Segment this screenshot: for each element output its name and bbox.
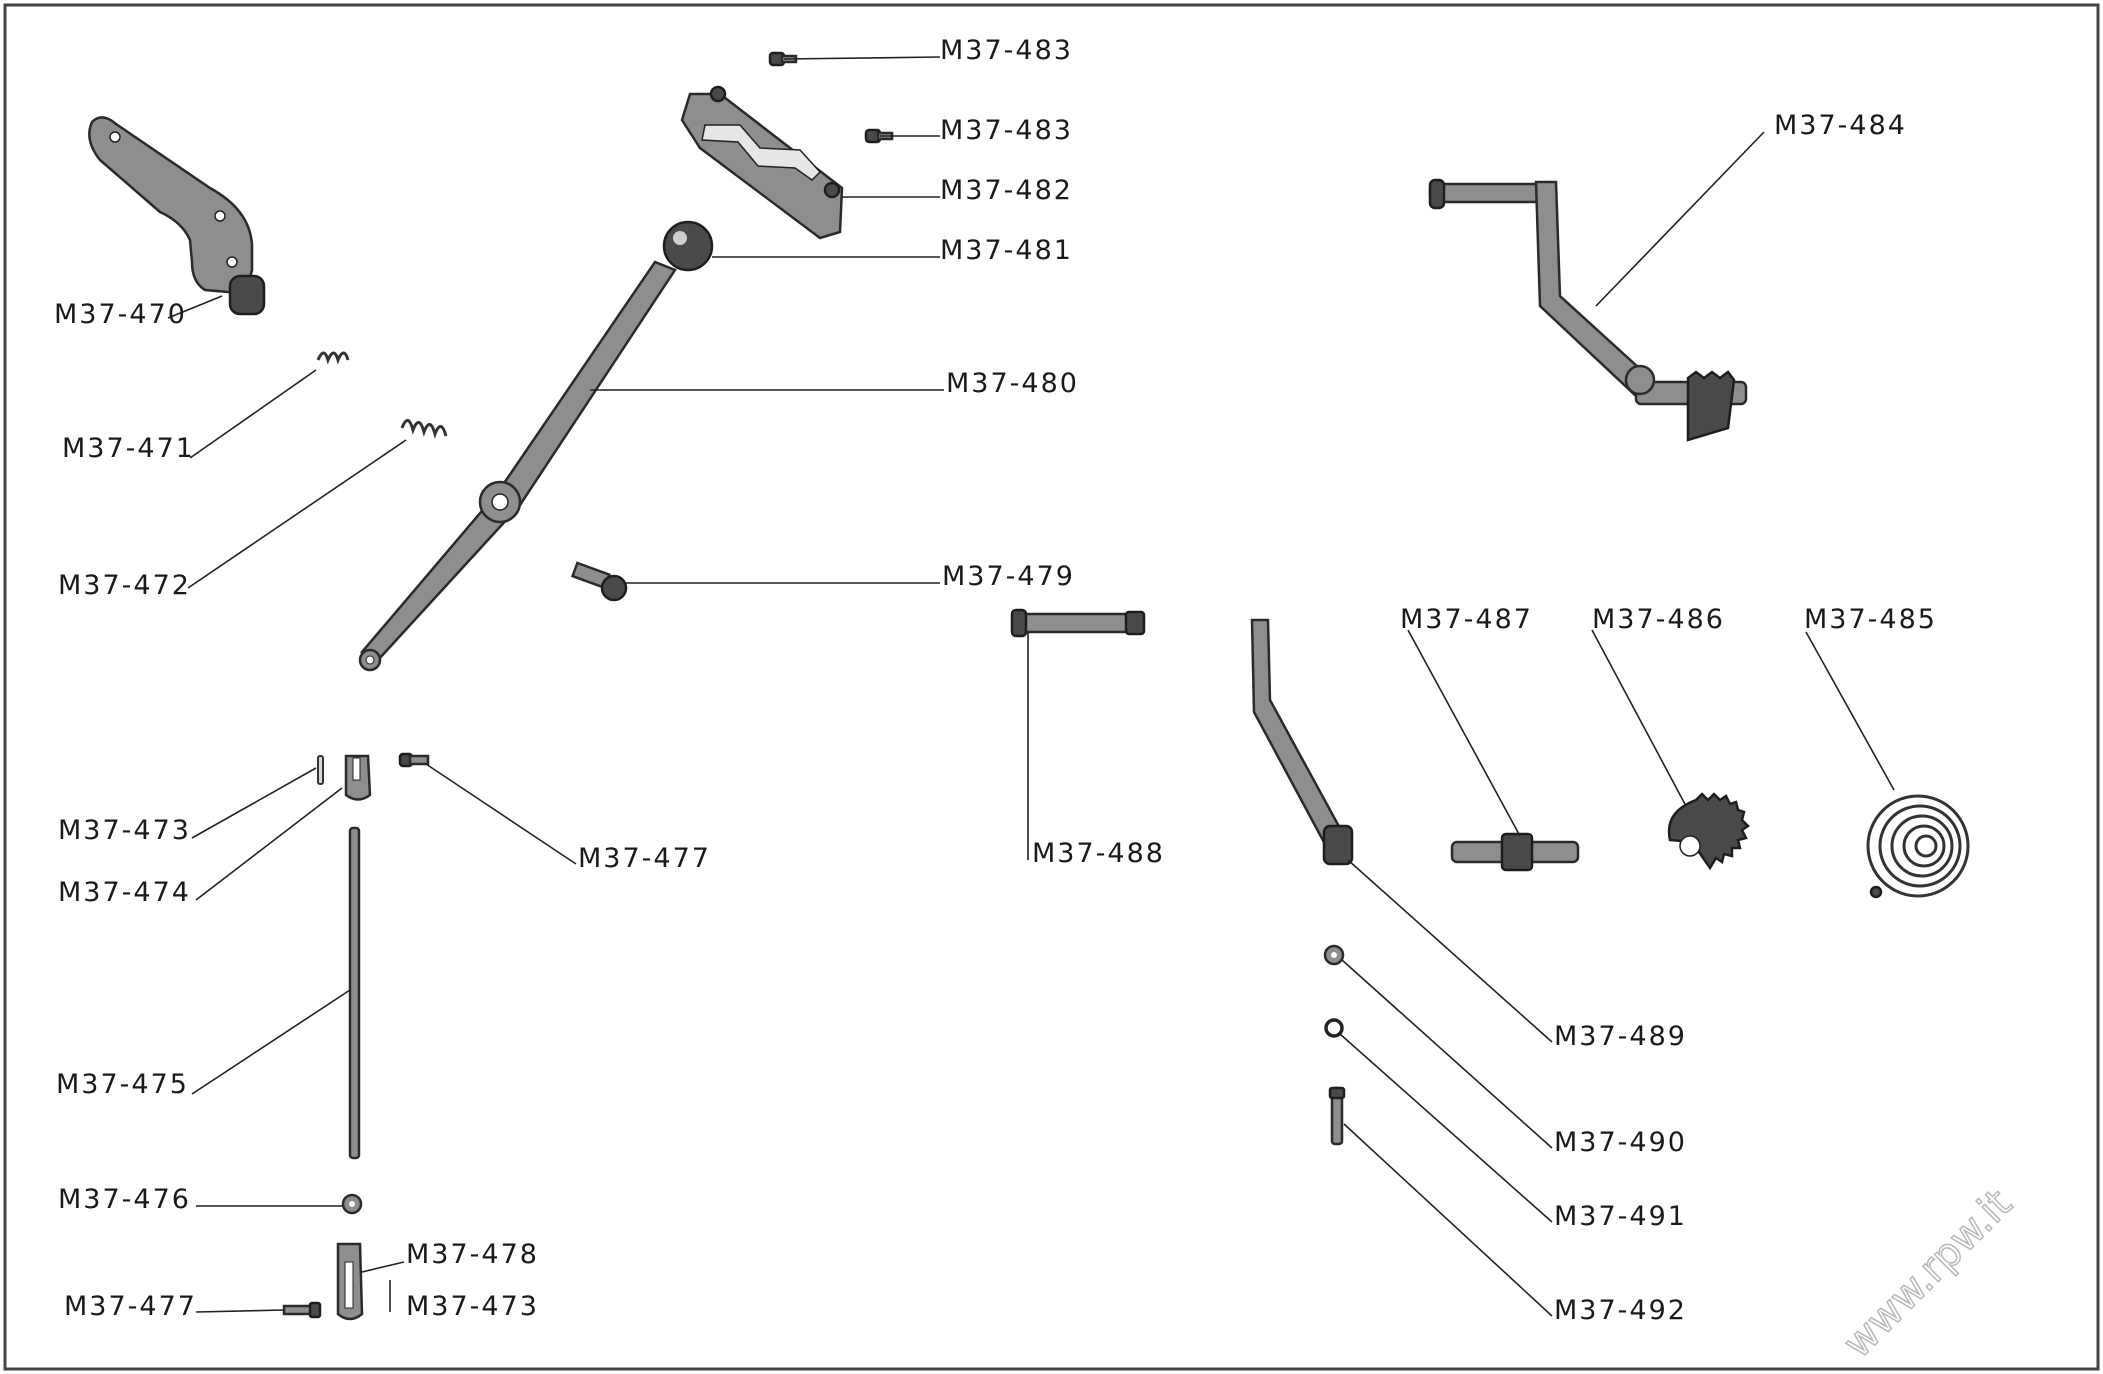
label-m37-489: M37-489 — [1554, 1021, 1687, 1052]
part-m37-479-bolt — [570, 561, 628, 602]
part-m37-474-fork-top — [344, 754, 372, 801]
label-m37-485: M37-485 — [1804, 604, 1937, 635]
label-m37-479: M37-479 — [942, 561, 1075, 592]
label-m37-490: M37-490 — [1554, 1127, 1687, 1158]
part-m37-473-split-pin-top — [317, 755, 324, 785]
label-m37-486: M37-486 — [1592, 604, 1725, 635]
label-m37-473a: M37-473 — [58, 815, 191, 846]
part-m37-481-ball-knob — [662, 220, 714, 272]
label-m37-492: M37-492 — [1554, 1295, 1687, 1326]
part-m37-491-ring — [1324, 1018, 1344, 1038]
label-m37-477b: M37-477 — [64, 1291, 197, 1322]
label-m37-477a: M37-477 — [578, 843, 711, 874]
part-m37-492-pin — [1328, 1086, 1346, 1146]
label-m37-476: M37-476 — [58, 1184, 191, 1215]
part-m37-490-washer — [1323, 944, 1345, 966]
label-m37-475: M37-475 — [56, 1069, 189, 1100]
part-m37-478-fork-bottom — [336, 1242, 364, 1321]
label-m37-471: M37-471 — [62, 433, 195, 464]
watermark: www.rpw.it — [1835, 1181, 2021, 1367]
label-m37-473b: M37-473 — [406, 1291, 539, 1322]
label-m37-480: M37-480 — [946, 368, 1079, 399]
label-m37-474: M37-474 — [58, 877, 191, 908]
part-m37-475-rod — [348, 826, 361, 1160]
label-m37-491: M37-491 — [1554, 1201, 1687, 1232]
diagram-frame — [3, 3, 2100, 1371]
label-m37-484: M37-484 — [1774, 110, 1907, 141]
part-m37-477-pin-bottom — [282, 1301, 322, 1319]
part-m37-484-kickstart-crank — [1428, 178, 1748, 442]
label-m37-482: M37-482 — [940, 175, 1073, 206]
part-m37-487-spindle — [1450, 832, 1580, 872]
part-m37-472-spring — [400, 419, 448, 439]
part-m37-480-gear-lever — [358, 260, 677, 672]
part-m37-476-nut — [341, 1193, 363, 1215]
label-m37-483a: M37-483 — [940, 35, 1073, 66]
part-m37-470-bracket — [88, 116, 266, 316]
part-m37-488-shaft — [1010, 608, 1146, 638]
label-m37-472: M37-472 — [58, 570, 191, 601]
label-m37-483b: M37-483 — [940, 115, 1073, 146]
part-m37-489-crank-arm — [1250, 618, 1354, 866]
part-m37-471-spring — [316, 351, 350, 365]
label-m37-470: M37-470 — [54, 299, 187, 330]
part-m37-477-pin-top — [398, 752, 430, 768]
label-m37-481: M37-481 — [940, 235, 1073, 266]
part-m37-485-clock-spring — [1866, 794, 1970, 899]
leader-lines — [167, 56, 1895, 1317]
label-m37-487: M37-487 — [1400, 604, 1533, 635]
label-m37-488: M37-488 — [1032, 838, 1165, 869]
label-m37-478: M37-478 — [406, 1239, 539, 1270]
part-m37-482-gate-plate — [680, 85, 844, 240]
part-m37-486-gear-segment — [1667, 792, 1750, 871]
